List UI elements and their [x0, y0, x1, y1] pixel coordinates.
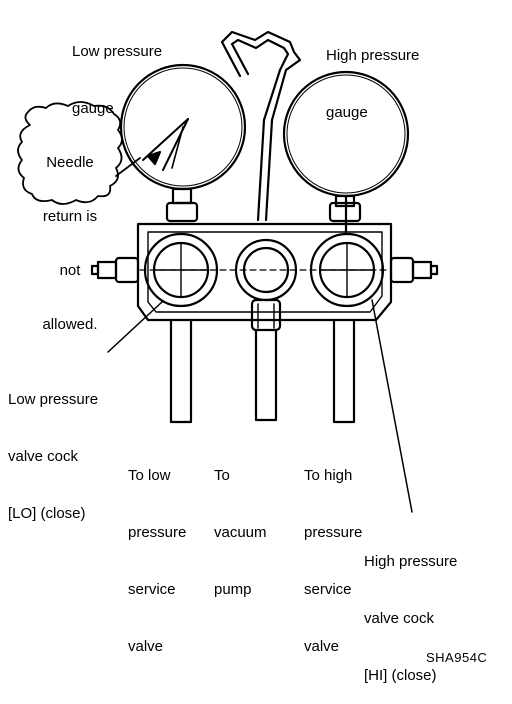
manifold-body — [136, 222, 393, 332]
manifold-gauge-diagram — [17, 30, 439, 513]
high-pressure-valve-cock-label: High pressure valve cock [HI] (close) — [364, 553, 458, 684]
to-high-pressure-service-valve-label: To high pressure service valve — [304, 467, 363, 655]
figure-reference-code: SHA954C — [426, 650, 488, 665]
needle-note-pointer — [115, 157, 141, 177]
to-vacuum-pump-label: To vacuum pump — [214, 467, 267, 598]
high-pressure-hose — [332, 318, 356, 424]
vacuum-hose — [254, 328, 278, 422]
low-pressure-valve-cock-label: Low pressure valve cock [LO] (close) — [8, 391, 99, 522]
low-pressure-gauge-label: Low pressure gauge — [72, 43, 163, 117]
left-fitting — [90, 256, 140, 284]
needle-note-bubble — [17, 101, 123, 205]
low-pressure-hose — [169, 318, 193, 424]
hanger-hook — [220, 30, 302, 222]
high-cock-leader — [371, 299, 413, 513]
to-low-pressure-service-valve-label: To low pressure service valve — [128, 467, 187, 655]
low-cock-leader — [107, 301, 163, 353]
low-pressure-gauge — [119, 63, 247, 223]
high-pressure-gauge — [282, 70, 410, 234]
right-fitting — [389, 256, 439, 284]
high-pressure-gauge-label: High pressure gauge — [326, 47, 420, 121]
needle-note-label: Needle return is not allowed. — [42, 154, 98, 333]
